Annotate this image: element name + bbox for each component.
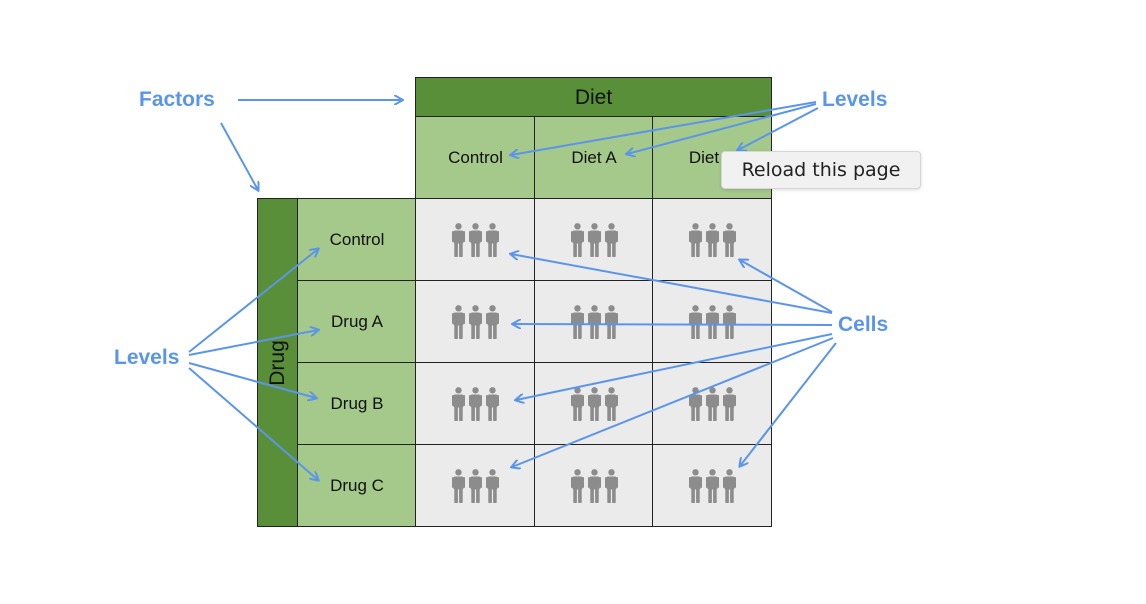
levels-callout-left: Levels — [114, 346, 180, 369]
cell-people — [452, 468, 499, 503]
row-level-drug-b: Drug B — [297, 362, 417, 446]
cell-people — [688, 468, 736, 503]
person-icon — [688, 223, 702, 257]
cells-callout: Cells — [838, 313, 889, 336]
person-icon — [688, 305, 702, 339]
person-icon — [705, 468, 719, 503]
person-icon — [705, 387, 719, 421]
person-icon — [452, 305, 465, 339]
cell-3-2 — [652, 444, 772, 527]
person-icon — [604, 223, 618, 257]
row-level-control: Control — [297, 198, 417, 282]
person-icon — [587, 387, 601, 421]
cell-people — [570, 387, 618, 421]
person-icon — [570, 305, 584, 339]
row-level-drug-a: Drug A — [297, 280, 417, 364]
cell-people — [688, 305, 736, 339]
cell-people — [570, 223, 618, 257]
cell-people — [452, 305, 499, 339]
person-icon — [469, 305, 482, 339]
person-icon — [486, 387, 499, 421]
person-icon — [469, 223, 482, 257]
cell-1-1 — [534, 280, 654, 364]
cell-people — [452, 223, 499, 257]
person-icon — [688, 387, 702, 421]
person-icon — [722, 223, 736, 257]
person-icon — [604, 468, 618, 503]
person-icon — [486, 223, 499, 257]
person-icon — [604, 387, 618, 421]
cell-3-0 — [415, 444, 536, 527]
cell-2-1 — [534, 362, 654, 446]
factors-callout: Factors — [139, 88, 215, 111]
person-icon — [570, 468, 584, 503]
person-icon — [722, 305, 736, 339]
cell-2-0 — [415, 362, 536, 446]
cell-1-0 — [415, 280, 536, 364]
person-icon — [469, 387, 482, 421]
person-icon — [587, 468, 601, 503]
cell-people — [570, 468, 618, 503]
person-icon — [486, 468, 499, 503]
cell-0-2 — [652, 198, 772, 282]
arrow-factors-to-drug — [220, 122, 258, 190]
cell-people — [570, 305, 618, 339]
cell-people — [688, 387, 736, 421]
cell-0-0 — [415, 198, 536, 282]
person-icon — [587, 305, 601, 339]
person-icon — [469, 468, 482, 503]
person-icon — [688, 468, 702, 503]
person-icon — [587, 223, 601, 257]
person-icon — [722, 387, 736, 421]
row-level-drug-c: Drug C — [297, 444, 417, 527]
person-icon — [570, 223, 584, 257]
person-icon — [722, 468, 736, 503]
person-icon — [486, 305, 499, 339]
cell-2-2 — [652, 362, 772, 446]
cell-3-1 — [534, 444, 654, 527]
person-icon — [452, 387, 465, 421]
person-icon — [570, 387, 584, 421]
cell-people — [688, 223, 736, 257]
levels-callout-top: Levels — [822, 88, 888, 111]
person-icon — [705, 223, 719, 257]
person-icon — [452, 468, 465, 503]
person-icon — [604, 305, 618, 339]
person-icon — [452, 223, 465, 257]
cell-people — [452, 387, 499, 421]
cell-1-2 — [652, 280, 772, 364]
cell-0-1 — [534, 198, 654, 282]
column-level-control: Control — [415, 116, 536, 200]
drug-factor-header: Drug — [257, 198, 299, 527]
person-icon — [705, 305, 719, 339]
column-level-diet-a: Diet A — [534, 116, 654, 200]
diet-factor-header: Diet — [415, 77, 772, 118]
reload-tooltip: Reload this page — [721, 151, 921, 189]
drug-factor-label: Drug — [266, 339, 289, 386]
